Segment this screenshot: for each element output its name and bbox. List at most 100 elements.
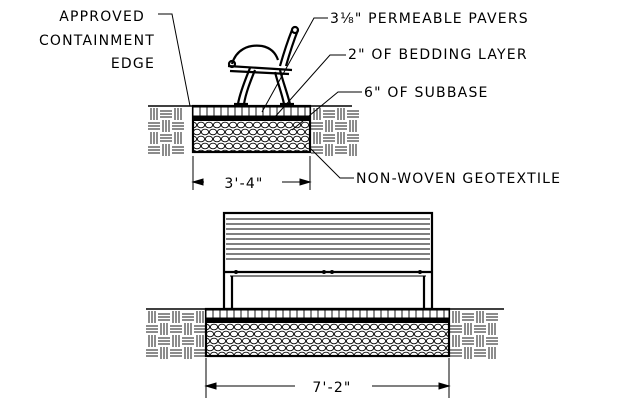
gravel-stone xyxy=(276,135,286,143)
gravel-stone xyxy=(409,337,419,345)
gravel-stone xyxy=(417,323,427,331)
gravel-stone xyxy=(265,323,275,331)
dim-arrow-right-lower xyxy=(438,382,451,390)
gravel-stone xyxy=(401,337,411,345)
gravel-stone xyxy=(357,330,367,338)
bench-seat-underside xyxy=(229,69,290,76)
gravel-stone xyxy=(241,337,251,345)
gravel-stone xyxy=(264,142,274,150)
gravel-stone xyxy=(325,330,335,338)
gravel-stone xyxy=(292,121,302,129)
gravel-stone xyxy=(261,149,269,152)
gravel-stone xyxy=(288,128,298,136)
gravel-stone xyxy=(253,149,261,152)
gravel-stone xyxy=(237,344,247,352)
gravel-stone xyxy=(232,142,242,150)
label-containment-line1: APPROVED xyxy=(59,9,145,25)
pavement-section-lower xyxy=(204,307,457,358)
gravel-stone xyxy=(221,149,229,152)
gravel-stone xyxy=(205,149,213,152)
gravel-stone xyxy=(249,323,259,331)
gravel-stone xyxy=(381,330,391,338)
gravel-stone xyxy=(208,142,218,150)
gravel-stone xyxy=(397,344,407,352)
label-geotextile: NON-WOVEN GEOTEXTILE xyxy=(356,171,561,187)
gravel-stone xyxy=(213,330,223,338)
gravel-stone xyxy=(193,135,198,143)
gravel-stone xyxy=(289,351,299,356)
gravel-stone xyxy=(297,323,307,331)
gravel-stone xyxy=(272,128,282,136)
gravel-stone xyxy=(429,344,439,352)
bedding-layer xyxy=(193,116,310,121)
gravel-stone xyxy=(257,323,267,331)
gravel-stone xyxy=(257,351,267,356)
bench-rear-leg-inner xyxy=(273,71,286,105)
gravel-stone xyxy=(252,121,262,129)
gravel-stone xyxy=(240,128,250,136)
gravel-stone xyxy=(389,330,399,338)
gravel-stone xyxy=(277,149,285,152)
gravel-stone xyxy=(304,142,310,150)
gravel-stone xyxy=(249,351,259,356)
gravel-stone xyxy=(245,149,253,152)
leader-lines xyxy=(158,13,362,179)
gravel-stone xyxy=(220,135,230,143)
gravel-stone xyxy=(280,128,290,136)
gravel-stone xyxy=(393,337,403,345)
gravel-stone xyxy=(200,142,210,150)
gravel-stone xyxy=(204,121,214,129)
gravel-stone xyxy=(425,337,435,345)
gravel-stone xyxy=(229,330,239,338)
gravel-stone xyxy=(301,330,311,338)
gravel-stone xyxy=(309,344,319,352)
bench-front-leg-inner xyxy=(242,69,257,105)
gravel-stone xyxy=(256,128,266,136)
gravel-stone xyxy=(304,128,310,136)
gravel-stone xyxy=(196,121,206,129)
gravel-stone xyxy=(225,337,235,345)
bench-side-view xyxy=(227,25,300,106)
gravel-stone xyxy=(301,344,311,352)
gravel-stone xyxy=(309,330,319,338)
gravel-stone xyxy=(445,330,449,338)
gravel-stone xyxy=(421,344,431,352)
gravel-stone xyxy=(285,330,295,338)
gravel-stone xyxy=(450,338,457,344)
gravel-stone xyxy=(433,351,443,356)
gravel-stone xyxy=(433,337,443,345)
gravel-stone xyxy=(276,121,286,129)
gravel-stone xyxy=(409,323,419,331)
gravel-stone xyxy=(441,351,449,356)
gravel-stone xyxy=(393,323,403,331)
gravel-stone xyxy=(365,330,375,338)
gravel-stone xyxy=(249,337,259,345)
gravel-stone xyxy=(417,351,427,356)
pavement-pattern-left-lower xyxy=(146,311,206,359)
label-permeable-pavers: 3⅛" PERMEABLE PAVERS xyxy=(330,11,529,27)
gravel-stone xyxy=(281,351,291,356)
gravel-stone xyxy=(377,323,387,331)
gravel-stone xyxy=(296,142,306,150)
leader-geotextile xyxy=(309,147,354,179)
gravel-stone xyxy=(337,351,347,356)
gravel-stone xyxy=(329,351,339,356)
gravel-stone xyxy=(253,330,263,338)
gravel-stone xyxy=(261,344,271,352)
gravel-stone xyxy=(317,344,327,352)
gravel-stone xyxy=(349,330,359,338)
label-containment-line2: CONTAINMENT xyxy=(39,33,155,49)
leader-containment-edge xyxy=(158,13,191,107)
gravel-stone xyxy=(409,351,419,356)
gravel-stone xyxy=(233,337,243,345)
gravel-stone xyxy=(305,323,315,331)
bench-seat xyxy=(227,64,293,72)
gravel-stone xyxy=(281,323,291,331)
gravel-stone xyxy=(213,149,221,152)
gravel-stone xyxy=(308,136,310,142)
gravel-stone xyxy=(220,121,230,129)
bench-rear-leg xyxy=(278,69,292,105)
gravel-stone xyxy=(413,344,423,352)
gravel-stone xyxy=(405,330,415,338)
